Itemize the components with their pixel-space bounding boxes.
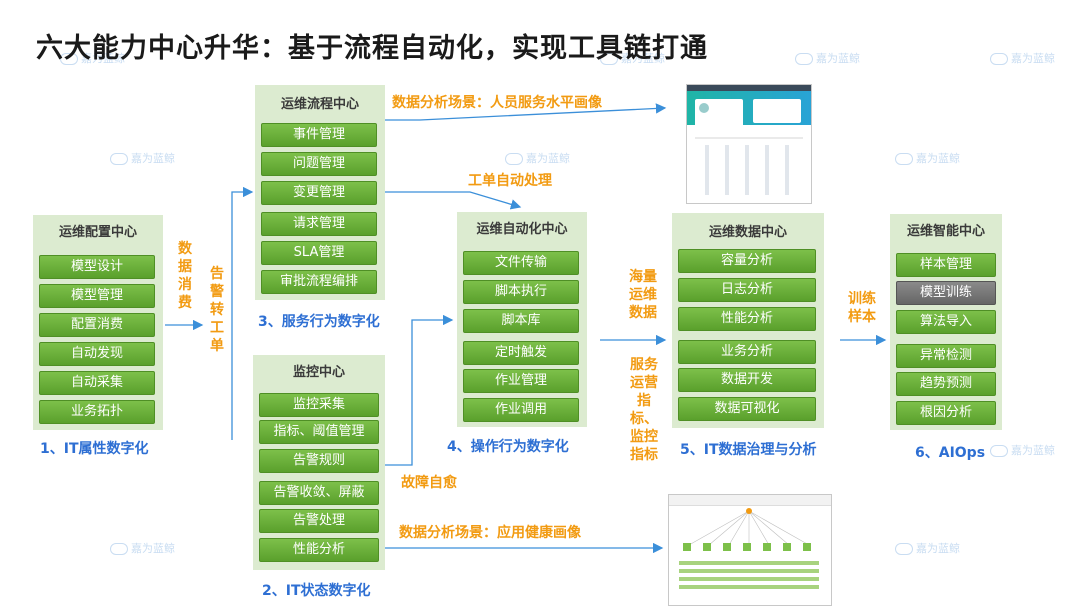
arrow-fault-heal bbox=[385, 314, 454, 466]
monitor-item-alert-converge[interactable]: 告警收敛、屏蔽 bbox=[259, 481, 379, 505]
ai-center-panel: 运维智能中心 样本管理 模型训练 算法导入 异常检测 趋势预测 根因分析 bbox=[890, 214, 1002, 430]
config-item-model-manage[interactable]: 模型管理 bbox=[39, 284, 155, 308]
monitor-item-metric-threshold[interactable]: 指标、阈值管理 bbox=[259, 420, 379, 444]
watermark: 嘉为蓝鲸 bbox=[990, 442, 1055, 458]
automation-item-script-exec[interactable]: 脚本执行 bbox=[463, 280, 579, 304]
process-item-incident[interactable]: 事件管理 bbox=[261, 123, 377, 147]
process-item-request[interactable]: 请求管理 bbox=[261, 212, 377, 236]
ai-item-anomaly[interactable]: 异常检测 bbox=[896, 344, 996, 368]
panel-title: 运维流程中心 bbox=[280, 97, 359, 112]
ai-item-model-train[interactable]: 模型训练 bbox=[896, 281, 996, 305]
process-item-sla[interactable]: SLA管理 bbox=[261, 241, 377, 265]
people-portrait-thumbnail bbox=[686, 84, 812, 204]
data-item-develop[interactable]: 数据开发 bbox=[678, 368, 816, 392]
panel-title: 监控中心 bbox=[292, 365, 345, 380]
scene-app-label: 数据分析场景：应用健康画像 bbox=[399, 525, 581, 541]
ticket-auto-label: 工单自动处理 bbox=[468, 173, 552, 189]
ai-item-sample-manage[interactable]: 样本管理 bbox=[896, 253, 996, 277]
watermark: 嘉为蓝鲸 bbox=[60, 50, 125, 66]
monitor-caption: 2、IT状态数字化 bbox=[262, 583, 371, 599]
watermark: 嘉为蓝鲸 bbox=[895, 540, 960, 556]
train-sample-label: 训练样本 bbox=[848, 291, 876, 325]
monitor-center-panel: 监控中心 监控采集 指标、阈值管理 告警规则 告警收敛、屏蔽 告警处理 性能分析 bbox=[253, 355, 385, 570]
automation-item-file-transfer[interactable]: 文件传输 bbox=[463, 251, 579, 275]
automation-item-script-lib[interactable]: 脚本库 bbox=[463, 309, 579, 333]
process-item-problem[interactable]: 问题管理 bbox=[261, 152, 377, 176]
config-item-auto-discover[interactable]: 自动发现 bbox=[39, 342, 155, 366]
monitor-item-collect[interactable]: 监控采集 bbox=[259, 393, 379, 417]
automation-item-job-call[interactable]: 作业调用 bbox=[463, 398, 579, 422]
app-health-thumbnail bbox=[668, 494, 832, 606]
panel-title: 运维自动化中心 bbox=[476, 222, 568, 237]
config-item-biz-topology[interactable]: 业务拓扑 bbox=[39, 400, 155, 424]
automation-item-job-manage[interactable]: 作业管理 bbox=[463, 369, 579, 393]
panel-title: 运维智能中心 bbox=[906, 224, 985, 239]
data-caption: 5、IT数据治理与分析 bbox=[680, 442, 817, 458]
data-item-log[interactable]: 日志分析 bbox=[678, 278, 816, 302]
page-title: 六大能力中心升华：基于流程自动化，实现工具链打通 bbox=[36, 33, 708, 64]
data-item-visualize[interactable]: 数据可视化 bbox=[678, 397, 816, 421]
watermark: 嘉为蓝鲸 bbox=[110, 150, 175, 166]
arrow-to-automation bbox=[385, 191, 522, 210]
process-item-change[interactable]: 变更管理 bbox=[261, 181, 377, 205]
data-consume-label: 数据消费 bbox=[178, 241, 192, 311]
monitor-item-alert-rules[interactable]: 告警规则 bbox=[259, 449, 379, 473]
arrow-to-process bbox=[231, 186, 254, 440]
ai-item-root-cause[interactable]: 根因分析 bbox=[896, 401, 996, 425]
process-caption: 3、服务行为数字化 bbox=[258, 314, 380, 330]
automation-center-panel: 运维自动化中心 文件传输 脚本执行 脚本库 定时触发 作业管理 作业调用 bbox=[457, 212, 587, 427]
automation-caption: 4、操作行为数字化 bbox=[447, 439, 569, 455]
fault-heal-label: 故障自愈 bbox=[401, 475, 457, 491]
monitor-item-alert-handle[interactable]: 告警处理 bbox=[259, 509, 379, 533]
watermark: 嘉为蓝鲸 bbox=[895, 150, 960, 166]
config-item-model-design[interactable]: 模型设计 bbox=[39, 255, 155, 279]
alert-to-ticket-label: 告警转工单 bbox=[210, 266, 224, 354]
watermark: 嘉为蓝鲸 bbox=[795, 50, 860, 66]
ai-item-algo-import[interactable]: 算法导入 bbox=[896, 310, 996, 334]
arrow-to-people-portrait bbox=[385, 103, 667, 121]
watermark: 嘉为蓝鲸 bbox=[600, 50, 665, 66]
watermark: 嘉为蓝鲸 bbox=[110, 540, 175, 556]
config-caption: 1、IT属性数字化 bbox=[40, 441, 149, 457]
massive-data-label: 海量运维数据 bbox=[629, 269, 657, 321]
config-item-auto-collect[interactable]: 自动采集 bbox=[39, 371, 155, 395]
monitor-item-perf-analysis[interactable]: 性能分析 bbox=[259, 538, 379, 562]
process-center-panel: 运维流程中心 事件管理 问题管理 变更管理 请求管理 SLA管理 审批流程编排 bbox=[255, 85, 385, 300]
data-center-panel: 运维数据中心 容量分析 日志分析 性能分析 业务分析 数据开发 数据可视化 bbox=[672, 213, 824, 428]
ai-item-trend[interactable]: 趋势预测 bbox=[896, 372, 996, 396]
panel-title: 运维配置中心 bbox=[58, 225, 137, 240]
config-center-panel: 运维配置中心 模型设计 模型管理 配置消费 自动发现 自动采集 业务拓扑 bbox=[33, 215, 163, 430]
config-item-config-consume[interactable]: 配置消费 bbox=[39, 313, 155, 337]
data-item-business[interactable]: 业务分析 bbox=[678, 340, 816, 364]
service-metrics-label: 服务运营指标、监控指标 bbox=[630, 357, 658, 463]
process-item-approval-flow[interactable]: 审批流程编排 bbox=[261, 270, 377, 294]
scene-people-label: 数据分析场景：人员服务水平画像 bbox=[392, 95, 602, 111]
data-item-capacity[interactable]: 容量分析 bbox=[678, 249, 816, 273]
panel-title: 运维数据中心 bbox=[708, 225, 787, 240]
watermark: 嘉为蓝鲸 bbox=[505, 150, 570, 166]
ai-caption: 6、AIOps bbox=[915, 445, 986, 461]
watermark: 嘉为蓝鲸 bbox=[990, 50, 1055, 66]
automation-item-timer[interactable]: 定时触发 bbox=[463, 341, 579, 365]
data-item-performance[interactable]: 性能分析 bbox=[678, 307, 816, 331]
